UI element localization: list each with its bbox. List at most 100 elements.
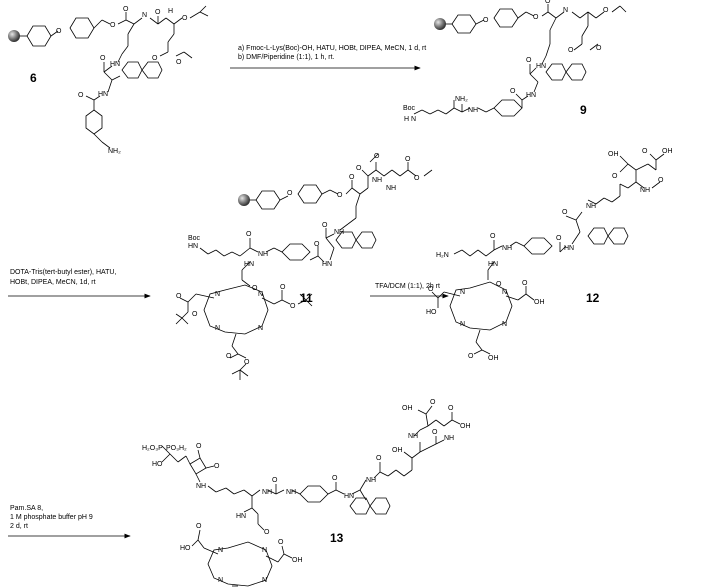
atom-nh: NH <box>258 251 268 258</box>
atom-o: O <box>448 405 454 412</box>
atom-hn: HN <box>244 261 254 268</box>
atom-o: O <box>556 235 562 242</box>
atom-n: N <box>215 325 220 332</box>
reaction-arrow-4: Pam.SA 8, 1 M phosphate buffer pH 9 2 d,… <box>8 505 131 539</box>
atom-o: O <box>374 153 380 160</box>
atom-nh: NH <box>286 489 296 496</box>
reaction-4-condition-line-a: Pam.SA 8, <box>10 505 43 512</box>
compound-label-6: 6 <box>30 71 37 85</box>
compound-label-13: 13 <box>330 531 344 545</box>
atom-nh: NH <box>366 477 376 484</box>
atom-hn: HN <box>236 513 246 520</box>
atom-n: N <box>218 577 223 584</box>
compound-label-12: 12 <box>586 291 600 305</box>
atom-o: O <box>568 47 574 54</box>
atom-o: O <box>287 190 293 197</box>
atom-h: H <box>168 8 173 15</box>
atom-oh: OH <box>460 423 471 430</box>
atom-boc: Boc <box>403 105 416 112</box>
atom-hn: HN <box>526 92 536 99</box>
reaction-4-condition-line-b: 1 M phosphate buffer pH 9 <box>10 514 93 521</box>
atom-hn: HN <box>488 261 498 268</box>
atom-o: O <box>246 231 252 238</box>
atom-nh: N <box>142 12 147 19</box>
atom-hn: HN <box>322 261 332 268</box>
atom-nh: NH <box>386 185 396 192</box>
atom-h2o3p: H₂O₃P <box>142 445 163 452</box>
atom-o: O <box>264 529 270 536</box>
atom-o: O <box>100 55 106 62</box>
atom-n: N <box>460 289 465 296</box>
atom-o: O <box>337 192 343 199</box>
atom-o: O <box>510 88 516 95</box>
atom-o: O <box>214 463 220 470</box>
atom-n: N <box>218 547 223 554</box>
atom-o: O <box>356 165 362 172</box>
atom-o: O <box>545 0 551 5</box>
atom-n: N <box>502 321 507 328</box>
atom-hn: HN <box>110 61 120 68</box>
atom-nh2: NH₂ <box>455 96 468 103</box>
atom-nh: NH <box>196 483 206 490</box>
atom-hn: HN <box>344 493 354 500</box>
atom-ho: HO <box>180 545 191 552</box>
resin-bead-icon <box>238 194 250 206</box>
atom-o: O <box>533 14 539 21</box>
compound-11-structure: O O O O O O O NH NH NH O HN O NH O HN Bo… <box>175 153 433 380</box>
reaction-1-condition-line-a: a) Fmoc-L-Lys(Boc)-OH, HATU, HOBt, DIPEA… <box>238 45 426 52</box>
atom-o: O <box>496 281 502 288</box>
atom-o: O <box>110 22 116 29</box>
atom-o: O <box>226 353 232 360</box>
atom-o: O <box>430 399 436 406</box>
compound-6-structure: O O O N O H O O O HN O HN O NH₂ 6 <box>8 5 209 155</box>
atom-o: O <box>123 6 129 13</box>
atom-o: O <box>280 284 286 291</box>
reaction-2-condition-line-a: DOTA-Tris(tert-butyl ester), HATU, <box>10 269 116 276</box>
compound-label-11: 11 <box>300 291 313 305</box>
atom-nh: NH <box>262 489 272 496</box>
atom-o: O <box>376 455 382 462</box>
atom-o: O <box>252 285 258 292</box>
atom-o: O <box>196 523 202 530</box>
atom-oh: OH <box>662 148 673 155</box>
atom-o: O <box>290 303 296 310</box>
atom-o: O <box>414 175 420 182</box>
atom-o: O <box>314 241 320 248</box>
atom-nh: NH <box>334 229 344 236</box>
atom-n: N <box>215 291 220 298</box>
reaction-3-condition: TFA/DCM (1:1), 2h rt <box>375 283 440 290</box>
atom-po3h2: PO₃H₂ <box>166 445 187 452</box>
atom-o: O <box>155 9 161 16</box>
atom-n: N <box>258 325 263 332</box>
compound-label-9: 9 <box>580 103 587 117</box>
atom-nh: NH <box>640 187 650 194</box>
atom-nh: NH <box>372 177 382 184</box>
reaction-arrow-3: TFA/DCM (1:1), 2h rt <box>370 283 449 299</box>
compound-9-structure: O O O N O O O HN O HN O NH NH₂ Boc N H 9 <box>403 0 627 123</box>
atom-o: O <box>152 55 158 62</box>
atom-boc: Boc <box>188 235 201 242</box>
reaction-1-condition-line-b: b) DMF/Piperidine (1:1), 1 h, rt. <box>238 54 335 61</box>
atom-oh: OH <box>608 151 619 158</box>
atom-n: N <box>502 289 507 296</box>
atom-nh: NH <box>502 245 512 252</box>
atom-h2n: H₂N <box>436 252 449 259</box>
atom-o: O <box>405 156 411 163</box>
atom-o: O <box>596 45 602 52</box>
atom-o: O <box>196 443 202 450</box>
atom-n: N <box>460 321 465 328</box>
resin-bead-icon <box>434 18 446 30</box>
atom-o: O <box>322 222 328 229</box>
atom-o: O <box>182 15 188 22</box>
atom-hn: HN <box>536 63 546 70</box>
atom-o: O <box>78 92 84 99</box>
atom-o: O <box>432 429 438 436</box>
atom-o: O <box>349 174 355 181</box>
atom-o: O <box>603 7 609 14</box>
resin-bead-icon <box>8 30 20 42</box>
atom-nh: NH <box>586 203 596 210</box>
reaction-2-condition-line-b: HOBt, DIPEA, MeCN, 1d, rt <box>10 279 96 286</box>
atom-o: O <box>468 353 474 360</box>
atom-oh: OH <box>392 447 403 454</box>
atom-o: O <box>526 57 532 64</box>
